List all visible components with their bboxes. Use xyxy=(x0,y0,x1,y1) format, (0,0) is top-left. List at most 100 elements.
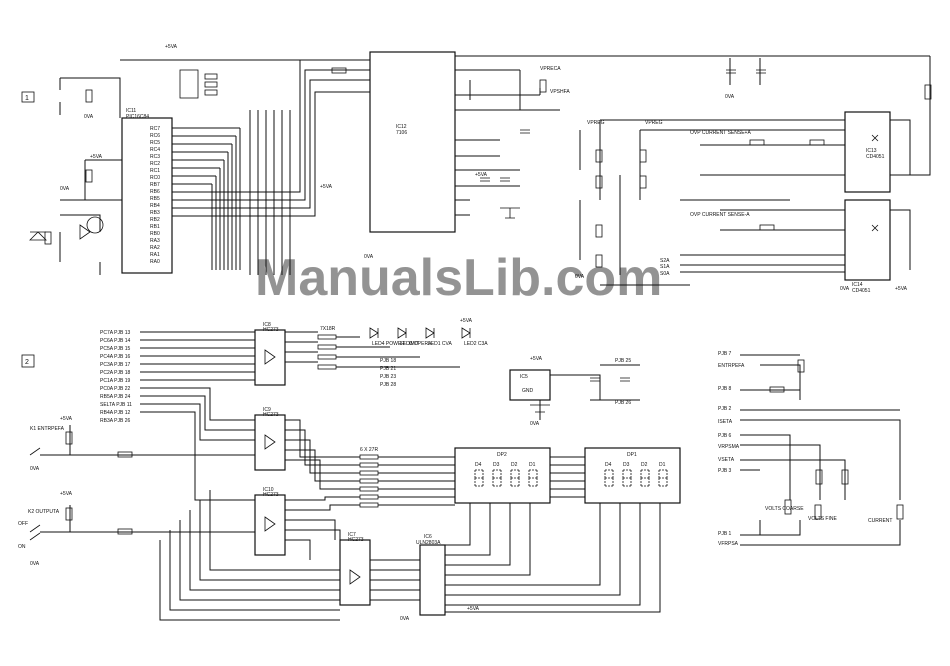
switch-label: K2 OUTPUTA xyxy=(28,509,60,515)
section-2-right-connector: PJB 3 xyxy=(718,468,732,474)
section-2-mid-connector: PJB 23 xyxy=(380,374,396,380)
rail-gnd-6: 0VA xyxy=(575,274,585,280)
display-digit-label: D4 xyxy=(475,462,482,468)
pic-pin-label: RC0 xyxy=(150,175,160,181)
section-2-right-connector: ISETA xyxy=(718,419,733,425)
seven-segment-digit xyxy=(658,469,668,487)
rail-gnd-4: 0VA xyxy=(725,94,735,100)
display-digit-label: D3 xyxy=(493,462,500,468)
section-2-left-connector: PC2A PJB 18 xyxy=(100,370,131,376)
section-2-mid-connector: PJB 26 xyxy=(615,400,631,406)
section-2-right-connector: ENTRPEFA xyxy=(718,363,745,369)
rail-gnd-5: 0VA xyxy=(840,286,850,292)
seven-segment-digit xyxy=(622,469,632,487)
seven-segment-digit xyxy=(528,469,538,487)
switch-label: OFF xyxy=(18,521,28,527)
led-resistor-array-label: 7X18R xyxy=(320,326,336,332)
ic-latch-ic8: IC8 HC273 xyxy=(254,322,286,386)
ic-mux-lower: IC14 CD4051 xyxy=(844,199,891,294)
pic-pin-label: RC5 xyxy=(150,140,160,146)
rail-gnd-s2-3: 0VA xyxy=(30,561,40,567)
led-symbol xyxy=(425,327,435,339)
rail-gnd-1: 0VA xyxy=(84,114,94,120)
rail-vdd-5: +5VA xyxy=(895,286,908,292)
reg-part: GND xyxy=(522,388,534,394)
led-label: LED2 C3A xyxy=(464,341,488,347)
resistor-array-led: 7X18R xyxy=(317,326,337,370)
seven-segment-digit xyxy=(640,469,650,487)
reg-ref: IC5 xyxy=(520,374,528,380)
section-2-number: 2 xyxy=(25,359,29,366)
s0a-label: S0A xyxy=(660,271,670,277)
pic-pin-label: RC6 xyxy=(150,133,160,139)
pic-pin-label: RB7 xyxy=(150,182,160,188)
pic-pin-label: RC2 xyxy=(150,161,160,167)
section-2-mid-connector: PJB 21 xyxy=(380,366,396,372)
ic-latch-ic10: IC10 HC273 xyxy=(254,487,286,556)
section-2-right-connector: PJB 7 xyxy=(718,351,732,357)
dp2-segments xyxy=(474,469,538,487)
ic-regulator: IC5 GND xyxy=(509,369,551,401)
current-label: CURRENT xyxy=(868,518,892,524)
s2a-label: S2A xyxy=(660,258,670,264)
seven-segment-digit xyxy=(492,469,502,487)
section-2-left-connector: RB3A PJB 26 xyxy=(100,418,131,424)
rail-gnd-s2-1: 0VA xyxy=(530,421,540,427)
pic-pin-label: RB1 xyxy=(150,224,160,230)
rail-vdd-s2-4: +5VA xyxy=(60,491,73,497)
ic-latch-ic9: IC9 HC273 xyxy=(254,407,286,471)
display-digit-label: D3 xyxy=(623,462,630,468)
rail-vdd-2: +5VA xyxy=(90,154,103,160)
led-label: LED1 CVA xyxy=(428,341,452,347)
section-1-labels: +5VA +5VA +5VA +5VA +5VA 0VA 0VA 0VA 0VA… xyxy=(60,44,908,292)
section-2-mid-connector: PJB 25 xyxy=(615,358,631,364)
s1a-label: S1A xyxy=(660,264,670,270)
section-2-right-connector: VFRPSA xyxy=(718,541,739,547)
section-2-right-connector: PJB 8 xyxy=(718,386,732,392)
volts-fine-label: VOLTS FINE xyxy=(808,516,837,522)
ic-pic-part: PIC16C84 xyxy=(126,114,149,120)
dp1-segments xyxy=(604,469,668,487)
vpshfa-label: VPSHFA xyxy=(550,89,570,95)
led-label: LED3 OPERA xyxy=(400,341,432,347)
rail-vpreg-2: VPREG xyxy=(645,120,663,126)
rail-vdd-1: +5VA xyxy=(165,44,178,50)
section-2-mid-connector: PJB 28 xyxy=(380,382,396,388)
ic-mux-upper: IC13 CD4051 xyxy=(844,111,891,193)
section-2-wiring xyxy=(40,331,901,621)
section-1-number: 1 xyxy=(25,95,29,102)
seven-segment-digit xyxy=(510,469,520,487)
pic-pin-label: RA0 xyxy=(150,259,160,265)
section-2-right-connector: VSETA xyxy=(718,457,735,463)
display-digit-label: D4 xyxy=(605,462,612,468)
display-digit-label: D2 xyxy=(511,462,518,468)
section-2-left-connector: PC1A PJB 19 xyxy=(100,378,131,384)
display-digit-label: D2 xyxy=(641,462,648,468)
led-symbol xyxy=(461,327,471,339)
ic8-ref: IC8 xyxy=(263,322,271,328)
rail-vdd-s2-1: +5VA xyxy=(460,318,473,324)
led-label: LED4 POWER LIMIT xyxy=(372,341,419,347)
rail-gnd-3: 0VA xyxy=(364,254,374,260)
section-2-right-connector: PJB 6 xyxy=(718,433,732,439)
rail-vdd-3: +5VA xyxy=(320,184,333,190)
pic-pin-label: RB0 xyxy=(150,231,160,237)
ic-mux-lower-ref: IC14 xyxy=(852,282,863,288)
ic8-part: HC273 xyxy=(263,327,279,333)
section-2-left-connector: PC4A PJB 16 xyxy=(100,354,131,360)
ovp-label-2: OVP CURRENT SENSE-A xyxy=(690,212,750,218)
pic-pin-label: RB3 xyxy=(150,210,160,216)
seven-segment-digit xyxy=(604,469,614,487)
section-1-components xyxy=(29,67,932,268)
rail-vpreg-1: VPREG xyxy=(587,120,605,126)
manualslib-watermark: ManualsLib.com xyxy=(255,249,662,307)
section-2-components xyxy=(29,359,904,541)
display-digit-label: D1 xyxy=(529,462,536,468)
ic-pic-ref: IC11 xyxy=(126,108,136,114)
led-symbol xyxy=(369,327,379,339)
section-2-left-connector: RB5A PJB 24 xyxy=(100,394,131,400)
section-2-left-connector: RB4A PJB 12 xyxy=(100,410,131,416)
